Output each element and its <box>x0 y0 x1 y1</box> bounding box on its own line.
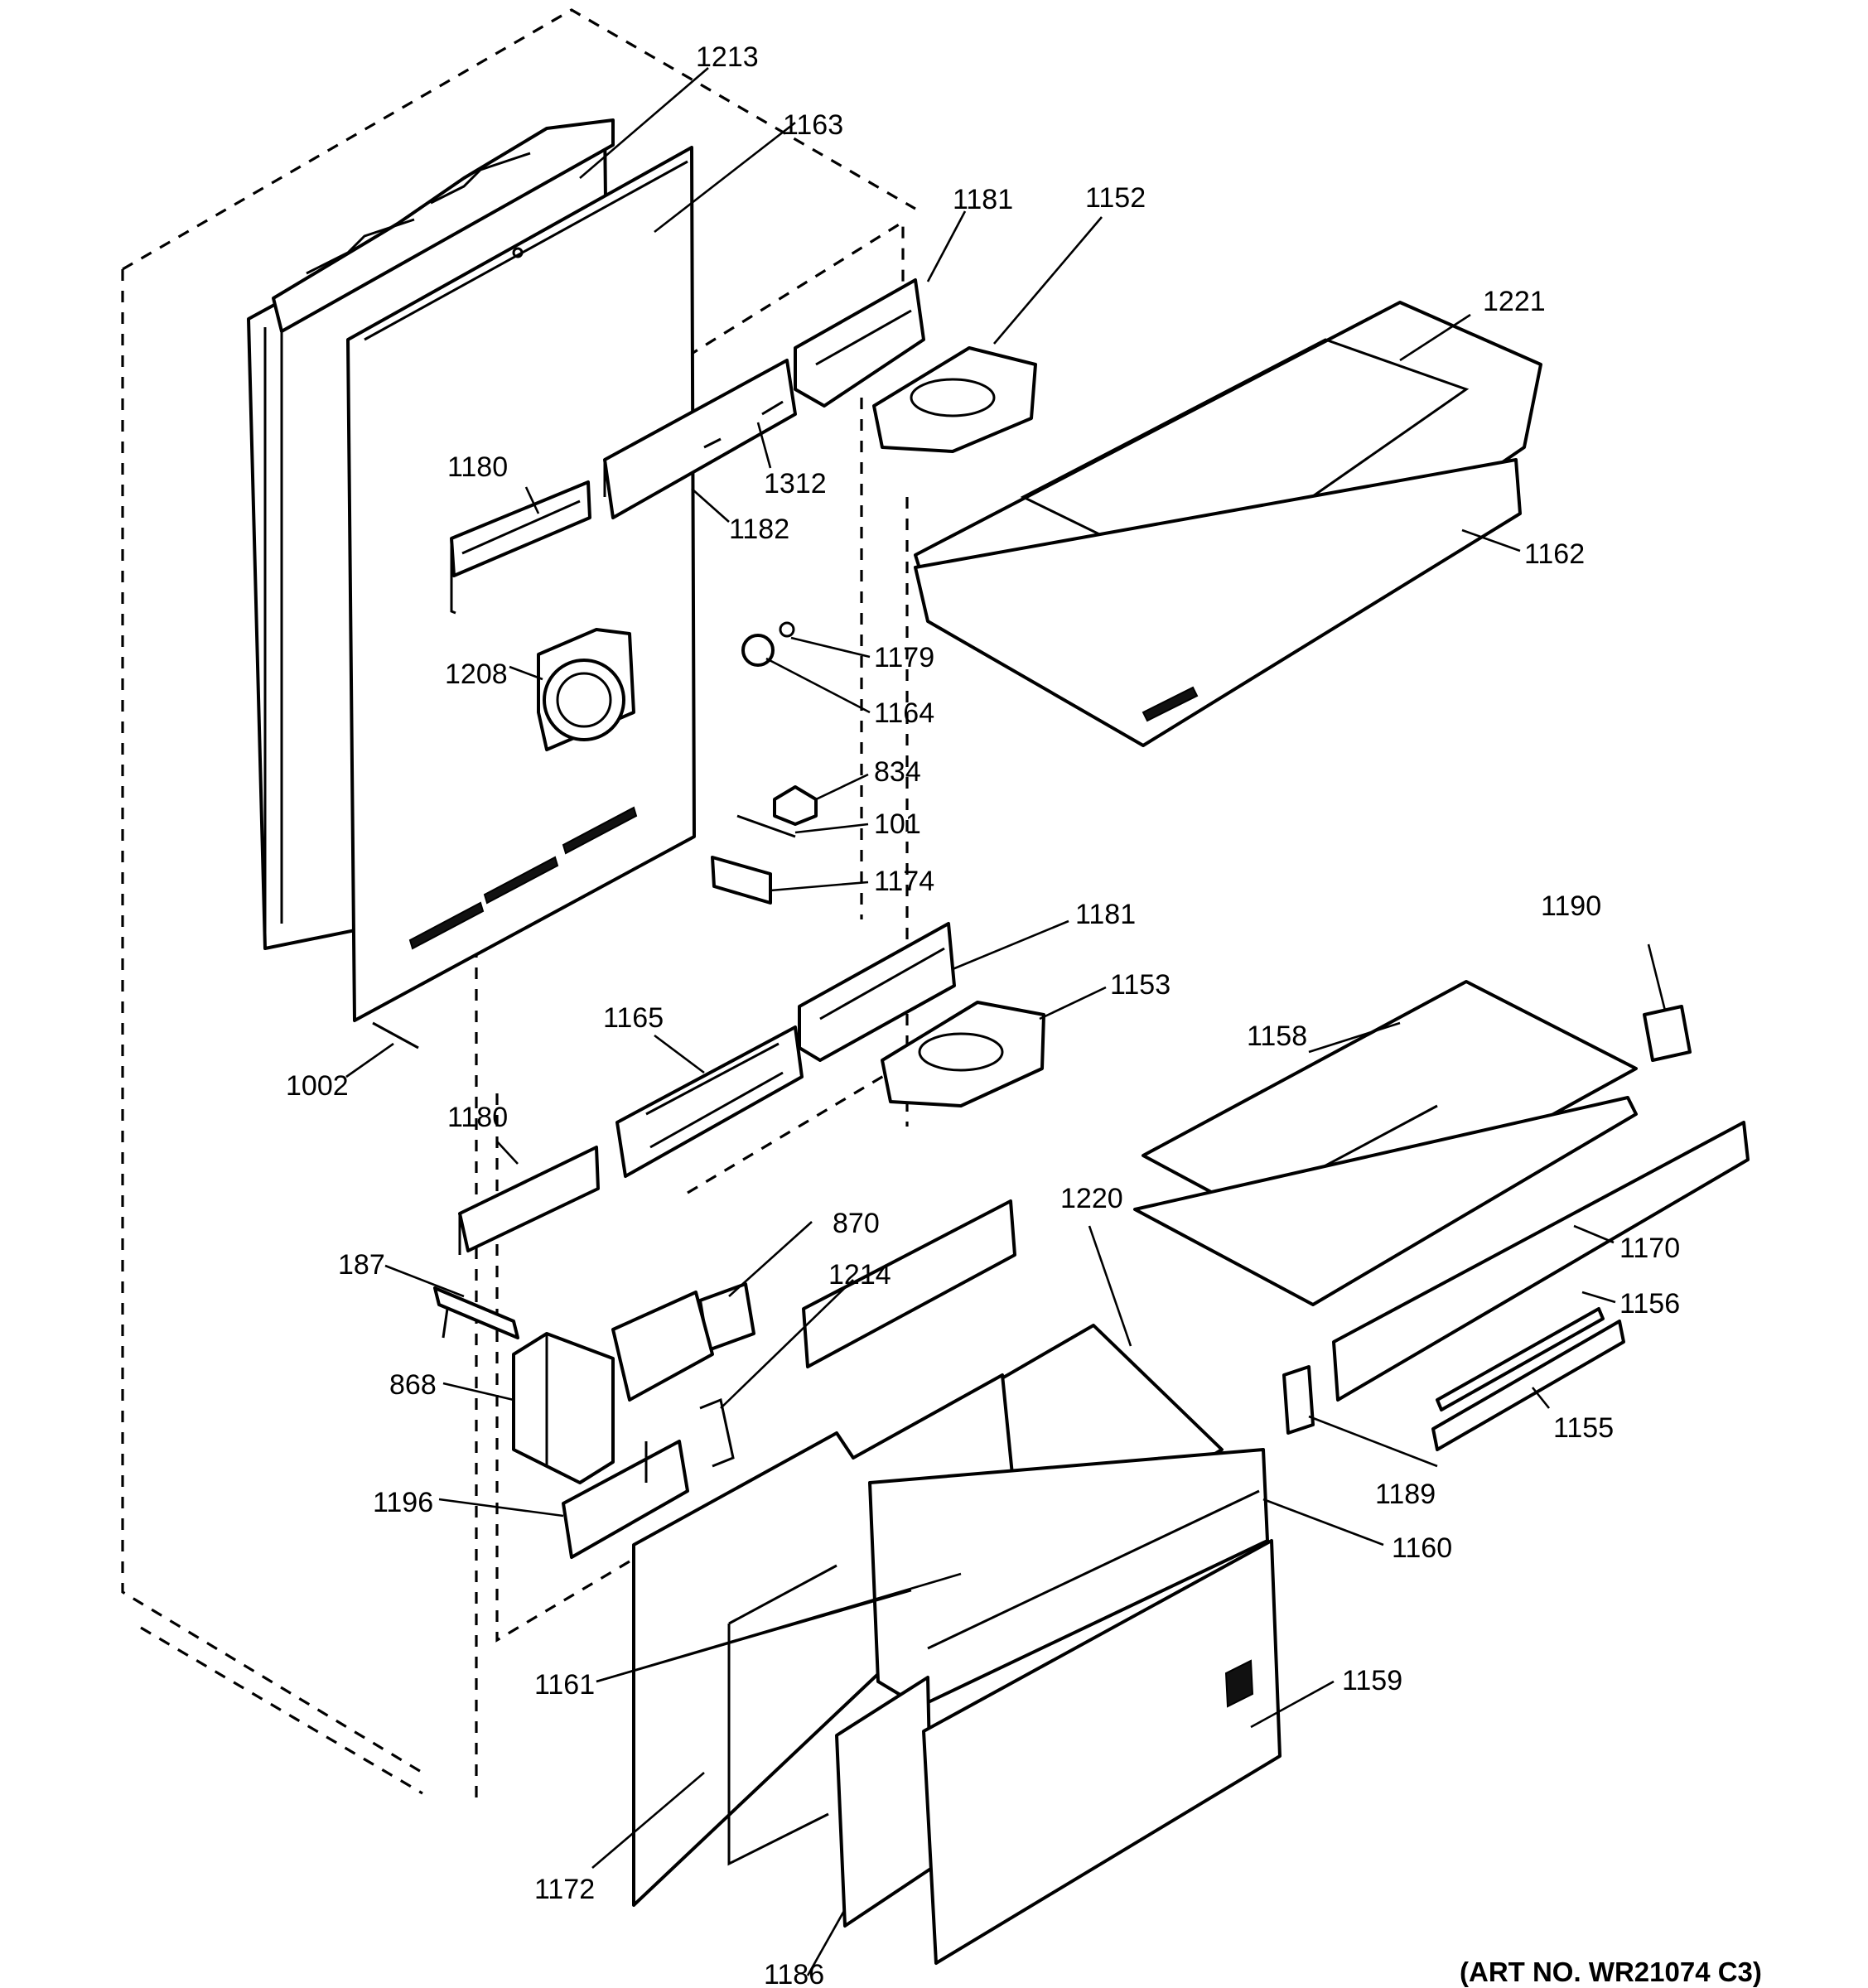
part-1156-rail <box>1436 1307 1605 1411</box>
part-1181-mid-duct <box>798 922 956 1062</box>
part-1208-fan <box>537 628 635 751</box>
callout-1196: 1196 <box>373 1487 433 1518</box>
part-1181-top-duct <box>794 278 925 408</box>
leader-lines <box>345 67 1667 1976</box>
part-1159-cover <box>922 1539 1282 1965</box>
part-1190-hinge <box>1643 1005 1692 1062</box>
callout-1189: 1189 <box>1375 1479 1436 1510</box>
callout-1220: 1220 <box>1060 1183 1123 1214</box>
callout-1161: 1161 <box>534 1669 595 1701</box>
callout-labels: 1213 1163 1181 1152 1221 1180 1312 1182 … <box>286 41 1762 1988</box>
callout-1181: 1181 <box>953 184 1013 215</box>
part-1158-shelf <box>1133 980 1638 1306</box>
callout-1163: 1163 <box>783 109 843 141</box>
part-1002-clip <box>372 1021 419 1049</box>
callout-1190: 1190 <box>1541 890 1601 922</box>
part-1160-frame <box>868 1448 1269 1708</box>
callout-1164: 1164 <box>874 697 934 729</box>
callout-870: 870 <box>833 1208 880 1239</box>
part-1180-mid-bracket <box>458 1146 600 1255</box>
callout-1208: 1208 <box>445 659 508 690</box>
callout-1159: 1159 <box>1342 1665 1402 1696</box>
part-1196-bracket <box>562 1440 689 1559</box>
part-1164-knob <box>741 621 795 667</box>
part-1180-top-bracket <box>450 480 591 615</box>
callout-1174: 1174 <box>874 866 934 897</box>
callout-834: 834 <box>874 756 921 788</box>
cabinet-outline <box>121 8 916 1797</box>
callout-1153: 1153 <box>1110 969 1171 1001</box>
part-187-sensor <box>433 1286 519 1339</box>
callout-1170: 1170 <box>1619 1233 1680 1264</box>
callout-1172: 1172 <box>534 1874 595 1905</box>
callout-1181-mid: 1181 <box>1075 899 1136 930</box>
callout-1214: 1214 <box>828 1259 891 1291</box>
part-1163-panel <box>346 146 696 1022</box>
callout-1180-mid: 1180 <box>447 1102 508 1133</box>
part-1155-rail <box>1431 1320 1625 1451</box>
part-834-switch <box>736 785 818 838</box>
part-1189-latch <box>1282 1365 1315 1435</box>
callout-1180: 1180 <box>447 451 508 483</box>
art-number: (ART NO. WR21074 C3) <box>1460 1957 1762 1987</box>
part-1170-trim <box>1332 1121 1750 1402</box>
callout-868: 868 <box>389 1369 437 1401</box>
part-868-motor <box>512 1291 714 1484</box>
part-1182-housing <box>603 359 797 519</box>
part-1162-1221-top-assembly <box>914 301 1542 747</box>
part-1153-damper <box>881 1001 1045 1107</box>
callout-101: 101 <box>874 808 921 840</box>
part-1152-damper <box>872 346 1037 453</box>
callout-1152: 1152 <box>1085 182 1146 214</box>
callout-1155: 1155 <box>1553 1412 1614 1444</box>
callout-1162: 1162 <box>1524 538 1585 570</box>
callout-1165: 1165 <box>603 1002 664 1034</box>
callout-1213: 1213 <box>696 41 759 73</box>
callout-1002: 1002 <box>286 1070 349 1102</box>
part-1174-display <box>711 856 772 905</box>
callout-1179: 1179 <box>874 642 934 673</box>
callout-1182: 1182 <box>729 514 789 545</box>
part-1214-wire <box>699 1397 735 1468</box>
callout-1156: 1156 <box>1619 1288 1680 1320</box>
callout-1312: 1312 <box>764 468 827 499</box>
part-1165-control <box>615 1025 804 1178</box>
callout-1186: 1186 <box>764 1959 824 1988</box>
callout-1221: 1221 <box>1483 286 1546 317</box>
callout-187: 187 <box>338 1249 385 1281</box>
callout-1158: 1158 <box>1247 1021 1307 1052</box>
callout-1160: 1160 <box>1392 1532 1452 1564</box>
part-1186-panel <box>835 1676 934 1928</box>
